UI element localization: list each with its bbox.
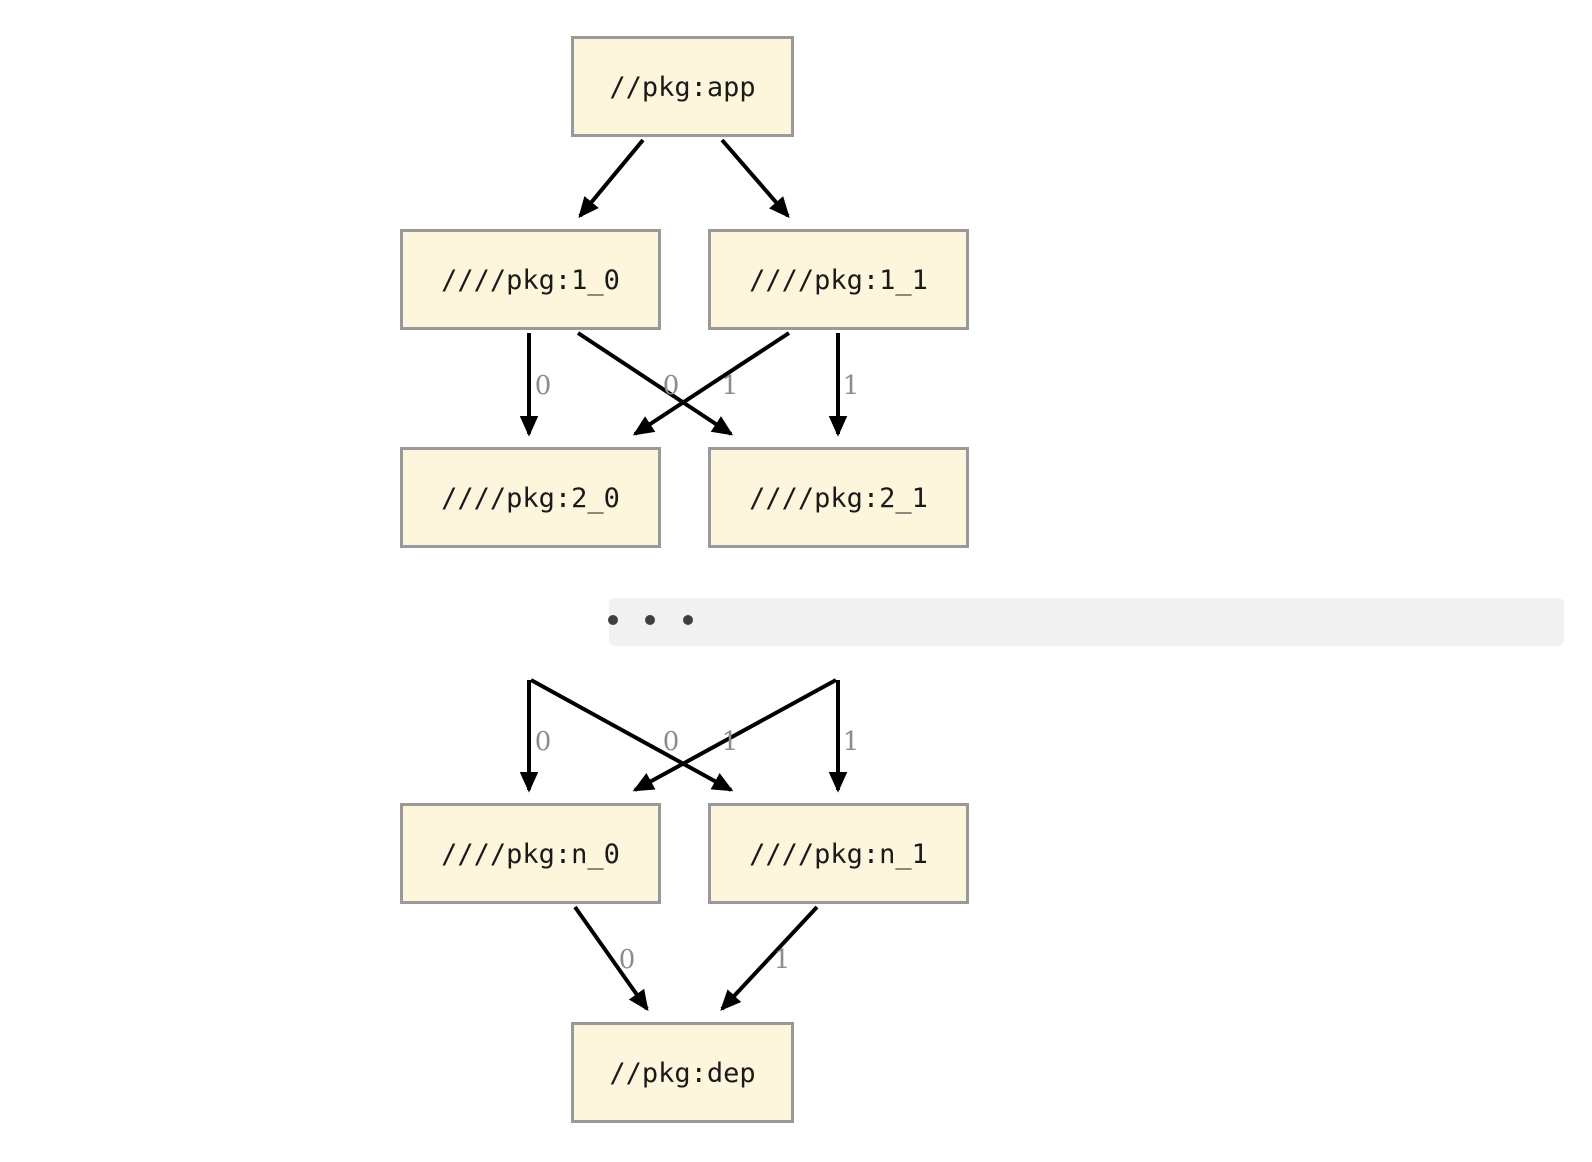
node-label: ////pkg:1_0 <box>441 265 620 296</box>
node-box[interactable] <box>400 803 661 904</box>
edge-label: 1 <box>843 727 860 757</box>
node-label: ////pkg:2_1 <box>749 483 928 514</box>
edge-label: 0 <box>663 727 680 757</box>
elision-band <box>609 598 1564 646</box>
graph-edge <box>632 678 837 792</box>
graph-edge <box>530 678 734 792</box>
node-label: ////pkg:1_1 <box>749 265 928 296</box>
graph-edge <box>573 905 649 1012</box>
edge-label: 0 <box>663 371 680 401</box>
graph-edge <box>720 905 819 1011</box>
node-label: ////pkg:n_0 <box>441 839 620 870</box>
elision-dot <box>608 615 618 625</box>
graph-edge <box>576 331 734 436</box>
node-box[interactable] <box>708 229 969 330</box>
node-group: //pkg:app ////pkg:1_0 ////pkg:1_1 ////pkg:2… <box>400 36 969 1123</box>
node-box[interactable] <box>708 447 969 548</box>
node-label: ////pkg:2_0 <box>441 483 620 514</box>
node-box[interactable] <box>400 229 661 330</box>
node-box[interactable] <box>571 1022 794 1123</box>
elision-dot <box>683 615 693 625</box>
node-label: //pkg:dep <box>609 1058 755 1089</box>
node-box[interactable] <box>400 447 661 548</box>
graph-node[interactable]: ////pkg:2_0 <box>400 447 661 548</box>
edge-group <box>519 138 848 1012</box>
node-label: //pkg:app <box>609 72 755 103</box>
edge-label: 0 <box>535 371 552 401</box>
graph-node[interactable]: ////pkg:n_1 <box>708 803 969 904</box>
edge-label: 0 <box>619 945 636 975</box>
edge-label: 1 <box>722 727 739 757</box>
graph-node[interactable]: //pkg:dep <box>571 1022 794 1123</box>
graph-node[interactable]: //pkg:app <box>571 36 794 137</box>
graph-node[interactable]: ////pkg:n_0 <box>400 803 661 904</box>
graph-edge <box>578 138 645 219</box>
graph-node[interactable]: ////pkg:1_0 <box>400 229 661 330</box>
edge-label: 1 <box>843 371 860 401</box>
graph-edge <box>720 138 790 218</box>
node-label: ////pkg:n_1 <box>749 839 928 870</box>
elision-band-group <box>608 598 1564 646</box>
graph-edge <box>632 331 791 436</box>
edge-label: 0 <box>535 727 552 757</box>
edge-label: 1 <box>774 945 791 975</box>
edge-label-group: 0 0 1 1 0 0 1 1 0 1 <box>535 371 860 975</box>
node-box[interactable] <box>708 803 969 904</box>
node-box[interactable] <box>571 36 794 137</box>
graph-node[interactable]: ////pkg:1_1 <box>708 229 969 330</box>
edge-label: 1 <box>722 371 739 401</box>
elision-dot <box>645 615 655 625</box>
graph-node[interactable]: ////pkg:2_1 <box>708 447 969 548</box>
